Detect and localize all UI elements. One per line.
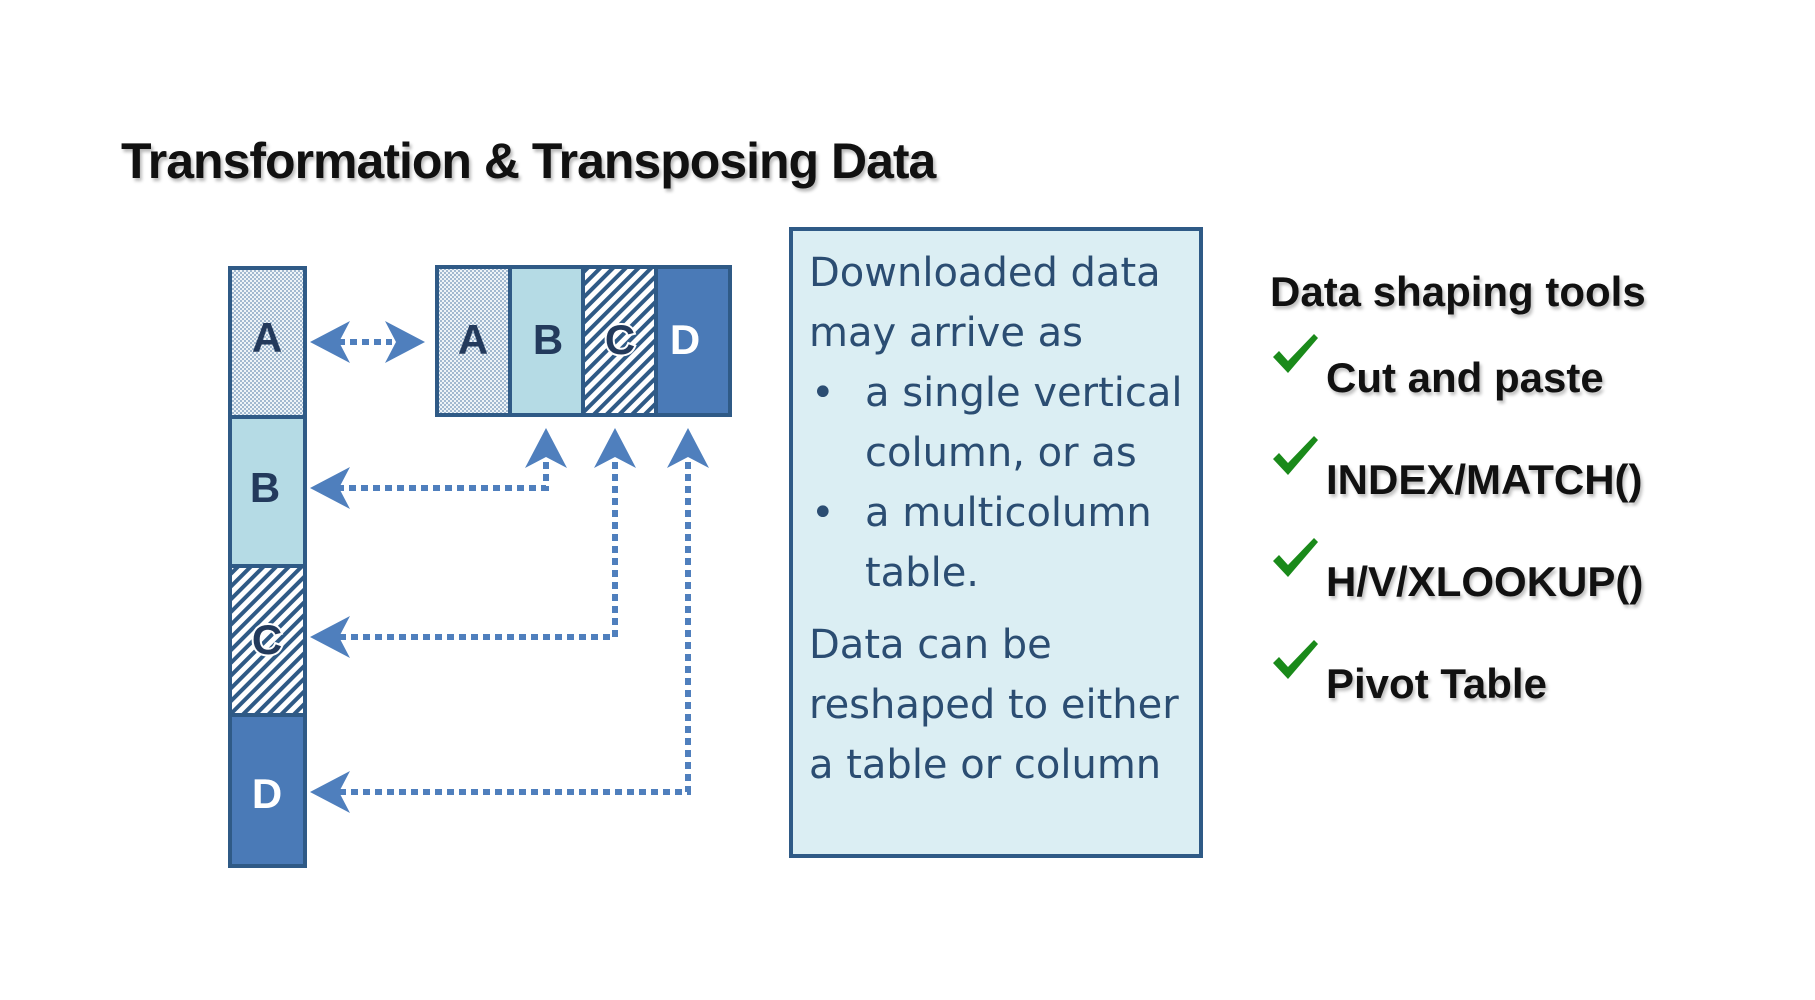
info-intro: Downloaded data may arrive as <box>809 250 1161 356</box>
arrow-a-head-left <box>310 321 350 363</box>
tool-label: Pivot Table <box>1326 660 1547 707</box>
column-label-d: D <box>252 770 282 817</box>
info-box: Downloaded data may arrive as a single v… <box>789 227 1203 858</box>
column-cell-d <box>228 713 307 868</box>
tool-item: Pivot Table <box>1270 622 1646 724</box>
info-bullet-table: a multicolumn table. <box>809 483 1185 603</box>
column-cell-c <box>228 564 307 717</box>
tool-label: H/V/XLOOKUP() <box>1326 558 1644 605</box>
info-bullet-vertical: a single vertical column, or as <box>809 363 1185 483</box>
column-label-a: A <box>252 314 282 361</box>
column-cell-a <box>228 266 307 419</box>
page-title: Transformation & Transposing Data <box>121 133 936 189</box>
arrow-a-head-right <box>385 321 425 363</box>
checkmark-icon <box>1270 534 1322 591</box>
column-cell-b <box>228 415 307 568</box>
row-label-a: A <box>458 316 488 363</box>
tools-list: Cut and paste INDEX/MATCH() H/V/XLOOKUP(… <box>1270 316 1646 724</box>
arrow-d-head-left <box>310 771 350 813</box>
arrow-c-link <box>338 462 618 640</box>
checkmark-icon <box>1270 330 1322 387</box>
column-label-c: C <box>252 616 282 663</box>
tool-item: INDEX/MATCH() <box>1270 418 1646 520</box>
tool-item: Cut and paste <box>1270 316 1646 418</box>
arrow-b-link <box>338 462 549 491</box>
column-label-b: B <box>250 464 280 511</box>
tool-item: H/V/XLOOKUP() <box>1270 520 1646 622</box>
arrow-b-head-left <box>310 467 350 509</box>
tool-label: Cut and paste <box>1326 354 1604 401</box>
checkmark-icon <box>1270 636 1322 693</box>
arrow-c-head-up <box>594 428 636 468</box>
info-bullets: a single vertical column, or as a multic… <box>809 363 1185 603</box>
arrow-d-head-up <box>667 428 709 468</box>
arrow-b-head-up <box>525 428 567 468</box>
row-cell-d <box>654 265 732 417</box>
row-label-d: D <box>670 316 700 363</box>
tool-label: INDEX/MATCH() <box>1326 456 1643 503</box>
tools-title: Data shaping tools <box>1270 268 1646 315</box>
row-label-b: B <box>533 316 563 363</box>
arrow-d-link <box>338 462 691 795</box>
info-conclusion: Data can be reshaped to either a table o… <box>809 622 1179 788</box>
row-label-c: C <box>605 316 635 363</box>
checkmark-icon <box>1270 432 1322 489</box>
arrow-c-head-left <box>310 616 350 658</box>
tools-panel: Data shaping tools Cut and paste INDEX/M… <box>1270 268 1646 724</box>
